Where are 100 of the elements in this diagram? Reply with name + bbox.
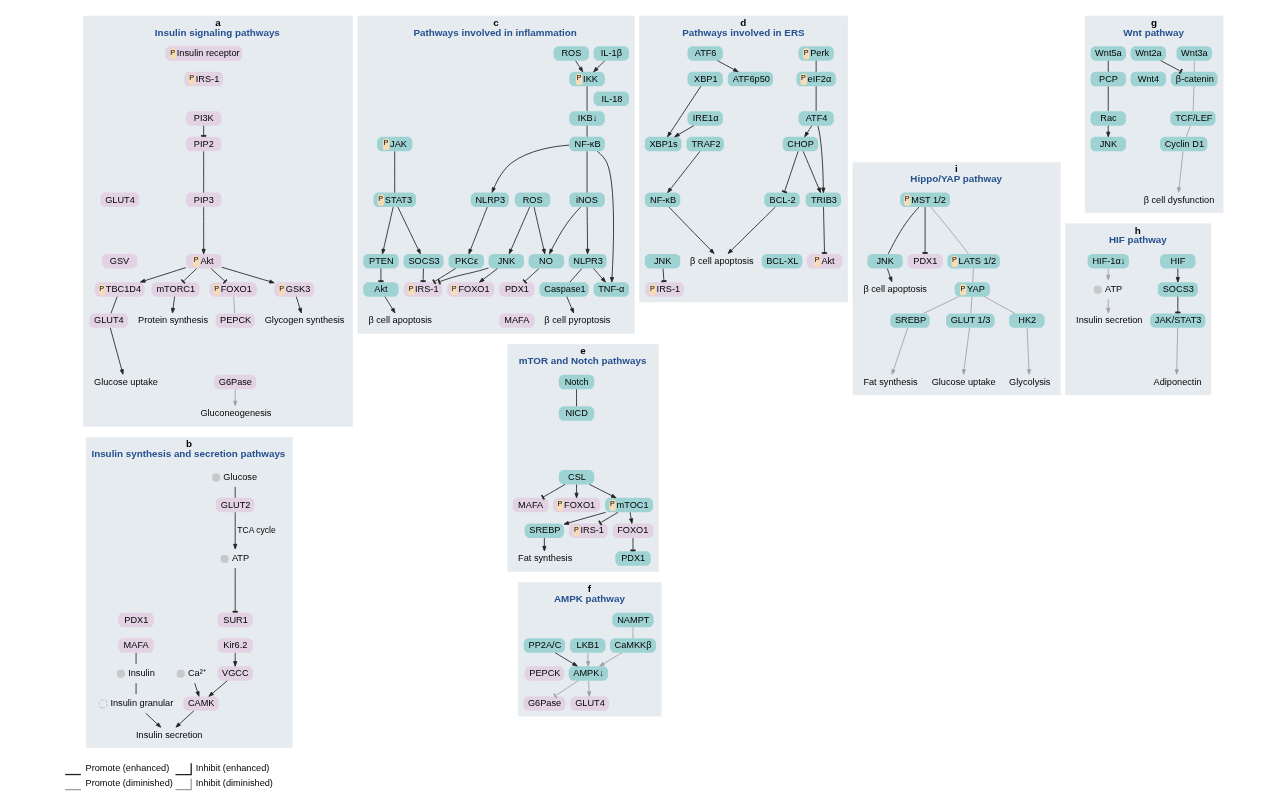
node-box: NO xyxy=(528,254,564,269)
node-box: SREBP xyxy=(524,523,564,538)
arrow xyxy=(381,206,394,255)
arrow xyxy=(574,60,583,73)
connector xyxy=(887,206,919,255)
arrow xyxy=(1105,268,1110,281)
node-box: PIP3 xyxy=(185,192,221,208)
connector xyxy=(234,486,236,499)
arrow xyxy=(295,296,302,314)
arrow xyxy=(541,537,546,552)
node-box: NAMPT xyxy=(611,612,654,628)
node-box: TCF/LEF xyxy=(1169,111,1216,126)
node-text: Insulin secretion xyxy=(1075,315,1142,326)
node-box: Kir6.2 xyxy=(216,638,253,653)
node-box: PI3K xyxy=(185,111,221,126)
node-box: GLUT 1/3 xyxy=(945,313,995,328)
arrow xyxy=(1174,327,1179,375)
connector xyxy=(597,511,618,526)
arrow xyxy=(478,268,498,283)
arrow xyxy=(592,268,606,283)
node-box: ATF6 xyxy=(686,46,723,61)
node-circle xyxy=(220,554,229,563)
arrow xyxy=(886,268,892,283)
node-box: BCL-XL xyxy=(761,254,802,269)
connector xyxy=(232,296,235,314)
node-box: SOCS3 xyxy=(403,254,444,269)
node-box: PKCε xyxy=(448,254,484,269)
node-box: HIF-1α↓ xyxy=(1087,254,1129,269)
connector xyxy=(540,483,566,500)
connector xyxy=(393,150,395,194)
node-box: CaMKKβ xyxy=(609,638,656,653)
arrow xyxy=(548,206,581,255)
connector xyxy=(569,268,582,283)
node-label: ATP xyxy=(1104,284,1122,295)
connector xyxy=(929,206,969,255)
node-box: Wnt2a xyxy=(1130,46,1166,61)
arrow xyxy=(563,511,606,525)
connector xyxy=(1107,60,1109,73)
arrow xyxy=(592,60,605,73)
node-box: ROS xyxy=(553,46,589,61)
connector xyxy=(781,150,799,194)
node-circle xyxy=(211,473,220,482)
arrow xyxy=(144,712,161,728)
node-text: Adiponectin xyxy=(1153,376,1202,387)
arrow xyxy=(1176,150,1183,193)
arrow xyxy=(628,511,633,524)
connector xyxy=(1193,60,1195,73)
connector xyxy=(437,267,489,285)
node-box: G6Pase xyxy=(213,374,256,390)
connector xyxy=(522,268,539,284)
node-box: IKB↓ xyxy=(568,111,605,126)
node-label: Glucose xyxy=(222,471,257,482)
node-box: GLUT4 xyxy=(569,696,609,711)
node-box: MAFA xyxy=(117,638,154,653)
arrow xyxy=(397,206,421,255)
arrow xyxy=(598,652,622,667)
arrow xyxy=(232,388,237,407)
node-box: PEPCK xyxy=(215,313,255,328)
node-box: PCP xyxy=(1090,71,1126,87)
node-box: AMPK↓ xyxy=(568,666,608,681)
connector xyxy=(983,296,1015,314)
arrow xyxy=(1026,327,1031,375)
node-box: TNF-α xyxy=(593,282,629,297)
node-box: PEPCK xyxy=(524,666,564,681)
arrow xyxy=(508,206,530,255)
node-circle xyxy=(1093,285,1102,294)
node-text: Gluconeogenesis xyxy=(199,408,271,419)
connector xyxy=(231,567,238,614)
connector xyxy=(1174,296,1181,314)
node-box: HIF xyxy=(1159,254,1196,269)
arrow xyxy=(666,150,700,194)
node-box: NF-κB xyxy=(568,136,605,152)
node-text: Fat synthesis xyxy=(862,376,918,387)
node-box: iNOS xyxy=(568,192,605,208)
node-box: TRIB3 xyxy=(805,192,841,208)
connector xyxy=(969,296,972,314)
connector xyxy=(210,268,227,284)
node-box: TRAF2 xyxy=(686,136,724,152)
arrow xyxy=(802,150,821,194)
node-box: JNK xyxy=(866,254,903,269)
edge-label: TCA cycle xyxy=(236,524,276,535)
arrow xyxy=(1105,125,1110,138)
connector xyxy=(552,680,579,699)
node-box: XBP1 xyxy=(686,71,723,87)
connector xyxy=(200,125,206,138)
node-label: Insulin xyxy=(127,668,155,679)
arrow xyxy=(891,327,908,375)
arrow xyxy=(533,206,546,255)
node-box: GLUT4 xyxy=(99,192,139,208)
node-box: CAMK xyxy=(182,696,219,711)
connector xyxy=(202,150,204,194)
arrow xyxy=(716,60,739,73)
node-box: ATF6p50 xyxy=(727,71,773,87)
node-box: IRE1α xyxy=(686,111,723,126)
arrow xyxy=(816,125,825,193)
node-label: Insulin granular xyxy=(109,698,173,709)
node-box: PTEN xyxy=(362,254,399,269)
node-box: Cyclin D1 xyxy=(1159,136,1207,152)
legend-label: Inhibit (diminished) xyxy=(195,778,273,789)
arrow xyxy=(193,682,199,697)
